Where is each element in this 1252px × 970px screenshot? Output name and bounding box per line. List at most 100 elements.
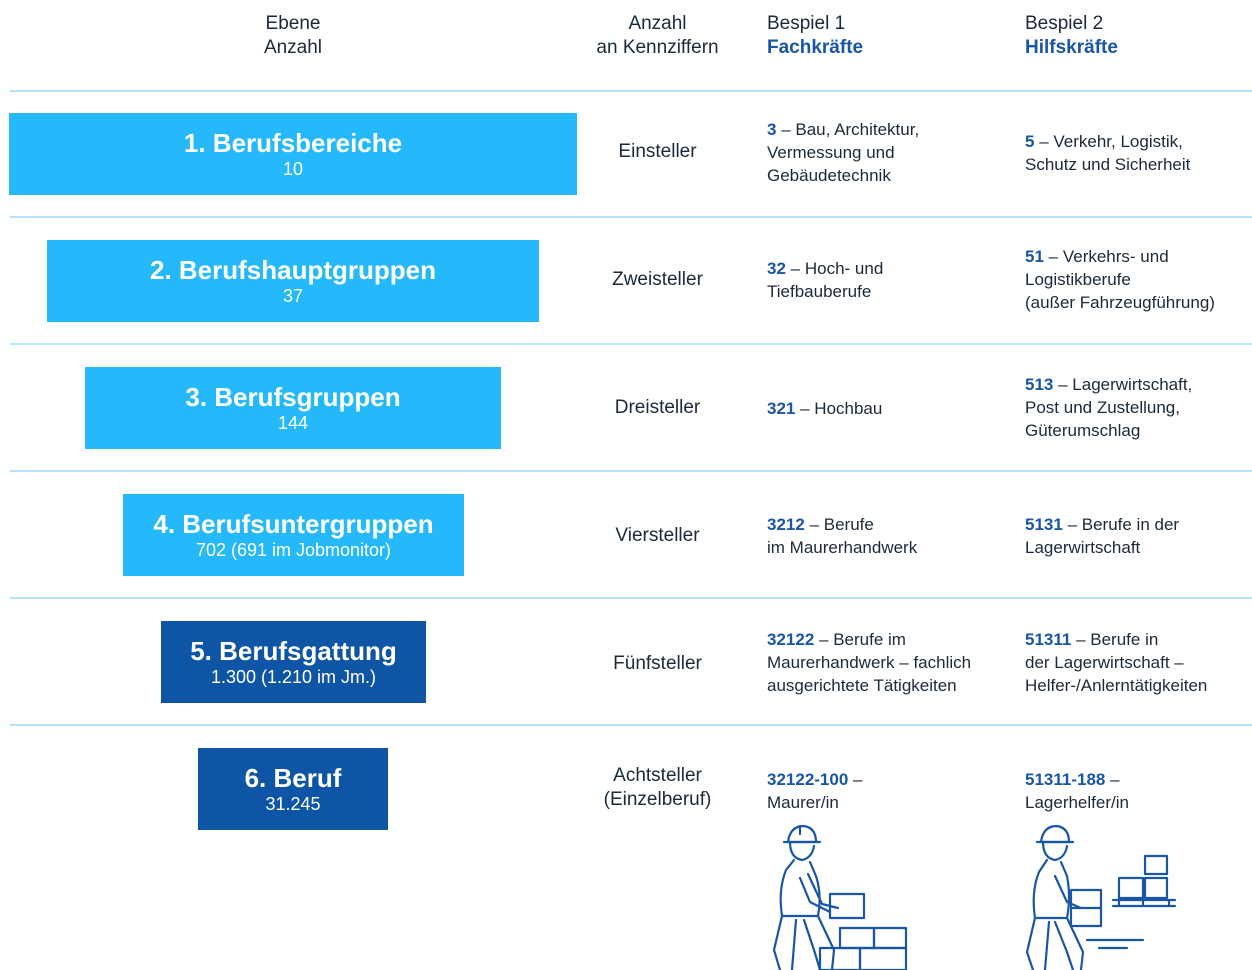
example-text: – bbox=[1110, 770, 1120, 789]
row-separator bbox=[10, 216, 1252, 218]
example-text: ausgerichtete Tätigkeiten bbox=[767, 676, 957, 695]
example-code: 321 bbox=[767, 399, 796, 418]
example-code: 32 bbox=[767, 259, 786, 278]
example-code: 5131 bbox=[1025, 515, 1063, 534]
example-text: Maurer/in bbox=[767, 793, 839, 812]
example-text: Helfer-/Anlerntätigkeiten bbox=[1025, 676, 1208, 695]
header-beispiel-1-title: Bespiel 1 bbox=[767, 13, 846, 34]
digits-label: Einsteller bbox=[575, 140, 740, 164]
level-title: 2. Berufshauptgruppen bbox=[149, 255, 436, 285]
example-text: – Verkehr, Logistik, bbox=[1039, 132, 1183, 151]
level-title: 1. Berufsbereiche bbox=[183, 128, 403, 158]
digits-line: Dreisteller bbox=[614, 397, 701, 418]
row-separator bbox=[10, 343, 1252, 345]
example-text: Logistikberufe bbox=[1025, 270, 1131, 289]
example-code: 5 bbox=[1025, 132, 1035, 151]
example-1: 321 – Hochbau bbox=[767, 397, 882, 420]
example-text: Post und Zustellung, bbox=[1025, 398, 1180, 417]
example-text: Tiefbauberufe bbox=[767, 282, 872, 301]
example-text: – Berufe in bbox=[1076, 630, 1159, 649]
digits-label: Achtsteller (Einzelberuf) bbox=[575, 764, 740, 812]
digits-label: Viersteller bbox=[575, 524, 740, 548]
example-code: 32122 bbox=[767, 630, 815, 649]
example-1: 32 – Hoch- und Tiefbauberufe bbox=[767, 257, 883, 303]
header-beispiel-2-title: Bespiel 2 bbox=[1025, 13, 1104, 34]
example-text: im Maurerhandwerk bbox=[767, 538, 918, 557]
digits-line: Fünfsteller bbox=[613, 653, 702, 674]
warehouse-helper-icon bbox=[1025, 824, 1177, 970]
digits-line: Einsteller bbox=[618, 141, 697, 162]
digits-line: Viersteller bbox=[615, 525, 700, 546]
level-count: 31.245 bbox=[265, 794, 321, 814]
example-text: – Lagerwirtschaft, bbox=[1058, 375, 1193, 394]
level-box-4: 4. Berufsuntergruppen 702 (691 im Jobmon… bbox=[123, 494, 464, 576]
header-kennziffern-line1: Anzahl bbox=[628, 13, 687, 34]
example-2: 5 – Verkehr, Logistik, Schutz und Sicher… bbox=[1025, 130, 1190, 176]
row-separator bbox=[10, 597, 1252, 599]
example-2: 51311 – Berufe in der Lagerwirtschaft – … bbox=[1025, 628, 1207, 697]
example-2: 51 – Verkehrs- und Logistikberufe (außer… bbox=[1025, 245, 1215, 314]
example-1: 32122 – Berufe im Maurerhandwerk – fachl… bbox=[767, 628, 971, 697]
example-1: 3 – Bau, Architektur, Vermessung und Geb… bbox=[767, 118, 919, 187]
digits-line: Achtsteller bbox=[613, 765, 702, 786]
header-kennziffern: Anzahl an Kennziffern bbox=[570, 12, 745, 60]
level-count: 702 (691 im Jobmonitor) bbox=[195, 540, 392, 560]
header-beispiel-2: Bespiel 2 Hilfskräfte bbox=[1025, 12, 1118, 60]
header-anzahl: Anzahl bbox=[263, 37, 323, 58]
example-text: (außer Fahrzeugführung) bbox=[1025, 293, 1215, 312]
example-text: Lagerwirtschaft bbox=[1025, 538, 1141, 557]
digits-label: Dreisteller bbox=[575, 396, 740, 420]
header-kennziffern-line2: an Kennziffern bbox=[596, 37, 719, 58]
level-box-5: 5. Berufsgattung 1.300 (1.210 im Jm.) bbox=[161, 621, 426, 703]
level-box-1: 1. Berufsbereiche 10 bbox=[9, 113, 577, 195]
level-box-3: 3. Berufsgruppen 144 bbox=[85, 367, 501, 449]
example-code: 32122-100 bbox=[767, 770, 849, 789]
row-separator bbox=[10, 470, 1252, 472]
example-text: der Lagerwirtschaft – bbox=[1025, 653, 1184, 672]
example-code: 51311-188 bbox=[1025, 770, 1106, 789]
example-text: – Berufe im bbox=[819, 630, 906, 649]
digits-line: (Einzelberuf) bbox=[603, 789, 712, 810]
header-ebene-anzahl: Ebene Anzahl bbox=[218, 12, 368, 60]
example-2: 5131 – Berufe in der Lagerwirtschaft bbox=[1025, 513, 1179, 559]
level-count: 144 bbox=[277, 413, 309, 433]
header-beispiel-1-sub: Fachkräfte bbox=[767, 37, 864, 58]
example-2: 513 – Lagerwirtschaft, Post und Zustellu… bbox=[1025, 373, 1192, 442]
example-text: – Berufe in der bbox=[1067, 515, 1180, 534]
example-text: Vermessung und bbox=[767, 143, 895, 162]
example-text: Maurerhandwerk – fachlich bbox=[767, 653, 972, 672]
example-text: – Hochbau bbox=[800, 399, 883, 418]
digits-label: Fünfsteller bbox=[575, 652, 740, 676]
example-code: 51311 bbox=[1025, 630, 1072, 649]
example-text: – Bau, Architektur, bbox=[781, 120, 920, 139]
row-separator bbox=[10, 724, 1252, 726]
example-text: Gebäudetechnik bbox=[767, 166, 891, 185]
example-text: – Berufe bbox=[809, 515, 874, 534]
level-title: 6. Beruf bbox=[244, 763, 342, 793]
example-code: 3212 bbox=[767, 515, 805, 534]
header-ebene: Ebene bbox=[265, 13, 321, 34]
example-text: – Verkehrs- und bbox=[1048, 247, 1169, 266]
example-text: – bbox=[853, 770, 863, 789]
level-title: 5. Berufsgattung bbox=[190, 636, 397, 666]
level-title: 4. Berufsuntergruppen bbox=[153, 509, 434, 539]
example-text: – Hoch- und bbox=[790, 259, 884, 278]
example-code: 51 bbox=[1025, 247, 1044, 266]
example-2: 51311-188 – Lagerhelfer/in bbox=[1025, 768, 1129, 814]
example-text: Lagerhelfer/in bbox=[1025, 793, 1129, 812]
level-title: 3. Berufsgruppen bbox=[185, 382, 401, 412]
example-1: 32122-100 – Maurer/in bbox=[767, 768, 863, 814]
example-code: 513 bbox=[1025, 375, 1054, 394]
example-code: 3 bbox=[767, 120, 777, 139]
header-beispiel-1: Bespiel 1 Fachkräfte bbox=[767, 12, 863, 60]
header-beispiel-2-sub: Hilfskräfte bbox=[1025, 37, 1118, 58]
digits-label: Zweisteller bbox=[575, 268, 740, 292]
example-1: 3212 – Berufe im Maurerhandwerk bbox=[767, 513, 917, 559]
example-text: Güterumschlag bbox=[1025, 421, 1141, 440]
row-separator bbox=[10, 90, 1252, 92]
level-count: 10 bbox=[282, 159, 304, 179]
level-box-2: 2. Berufshauptgruppen 37 bbox=[47, 240, 539, 322]
example-text: Schutz und Sicherheit bbox=[1025, 155, 1191, 174]
level-count: 1.300 (1.210 im Jm.) bbox=[210, 667, 377, 687]
level-count: 37 bbox=[282, 286, 304, 306]
